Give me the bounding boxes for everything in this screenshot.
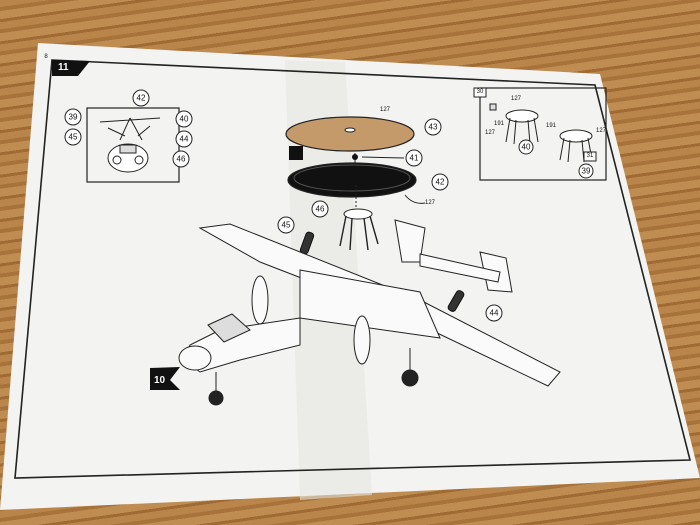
callout-41: 41 [410, 154, 419, 163]
engine-nacelle-right [353, 315, 371, 365]
horizontal-stabilizer [419, 253, 501, 283]
nose-gear-wheel [208, 390, 224, 406]
nose [178, 345, 212, 371]
inset-right-callouts: 30 127 191 127 40 191 127 31 39 [473, 87, 607, 179]
callout-44: 44 [180, 135, 189, 144]
engine-nacelle-left [251, 275, 269, 325]
callout-39: 39 [69, 113, 78, 122]
cockpit-windows [207, 313, 251, 343]
page-frame [14, 59, 692, 479]
page-number: 8 [44, 54, 48, 60]
callout-39-inset: 39 [582, 167, 591, 176]
step-number-main: 11 [58, 62, 69, 73]
main-gear-wheel [401, 369, 419, 387]
callout-191-a: 191 [494, 121, 505, 127]
black-square-marker [289, 146, 303, 160]
callout-44-main: 44 [490, 309, 499, 318]
callout-127-top: 127 [380, 107, 391, 113]
step-flag-10: 10 [150, 367, 180, 390]
callout-127-c: 127 [596, 128, 607, 134]
step-flag-11: 11 [52, 60, 90, 76]
radome-top-disc [285, 116, 415, 152]
callout-43: 43 [429, 123, 438, 132]
callout-45-main: 45 [282, 221, 291, 230]
callout-40: 40 [180, 115, 189, 124]
fuselage [183, 269, 441, 373]
radome-bottom-disc [287, 162, 417, 198]
callout-42-top: 42 [137, 94, 146, 103]
callout-31: 31 [587, 153, 594, 159]
inset-radome-struts [479, 87, 607, 181]
callout-191-b: 191 [546, 123, 557, 129]
callout-45: 45 [69, 133, 78, 142]
radome-pylon [339, 185, 379, 251]
callout-46: 46 [177, 155, 186, 164]
strut-part-44 [447, 290, 465, 312]
callout-127-bottom: 127 [425, 200, 436, 206]
step-number-prev: 10 [154, 375, 166, 386]
callout-40-inset: 40 [522, 143, 531, 152]
callout-30: 30 [477, 89, 484, 95]
aircraft-line-drawing [178, 219, 561, 406]
callout-42: 42 [436, 178, 445, 187]
callout-127-a: 127 [511, 96, 522, 102]
callout-46-main: 46 [316, 205, 325, 214]
inset-left-callouts: 42 39 40 45 44 46 [64, 89, 193, 168]
callout-127-b: 127 [485, 130, 496, 136]
